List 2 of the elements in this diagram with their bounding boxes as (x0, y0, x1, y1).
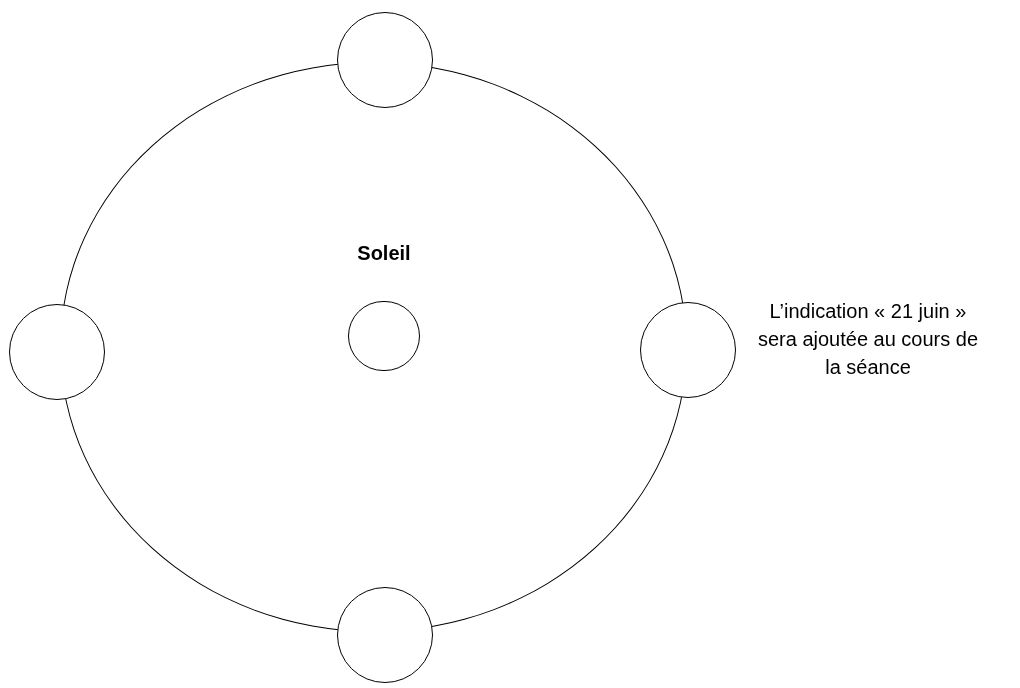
sun-label: Soleil (357, 241, 411, 265)
note-text: L’indication « 21 juin » sera ajoutée au cours de la séance (756, 299, 980, 380)
